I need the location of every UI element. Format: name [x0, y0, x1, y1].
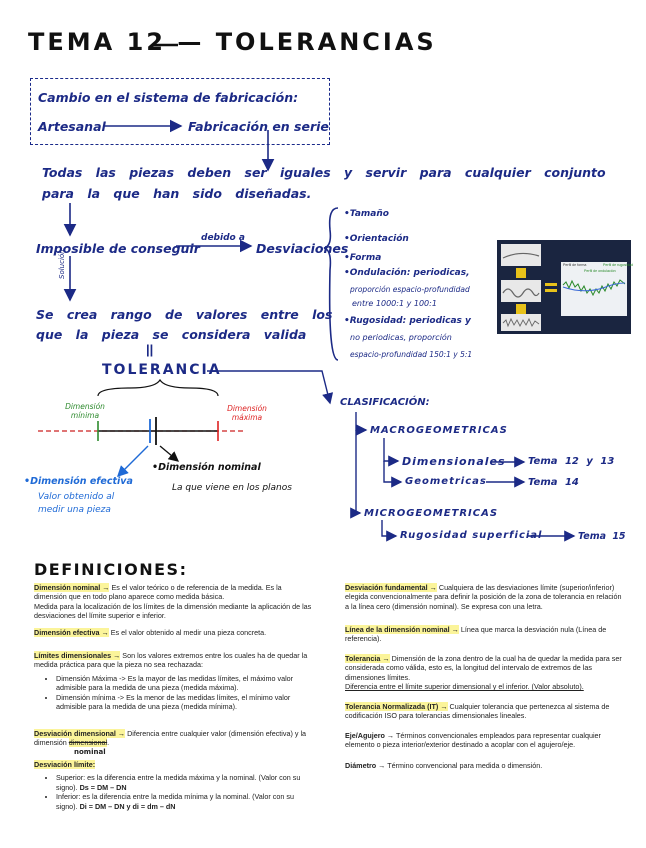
def-nominal: Dimensión nominal → Es el valor teórico …	[34, 583, 316, 621]
tema-geometricas: Tema 14	[528, 477, 579, 488]
def-fund-term: Desviación fundamental →	[345, 583, 437, 592]
def-limites: Límites dimensionales → Son los valores …	[34, 651, 316, 711]
desv-rugosidad-2: no periodicas, proporción	[350, 333, 452, 342]
dim-nominal-label: •Dimensión nominal	[152, 462, 261, 473]
desv-ondulacion-1: •Ondulación: periodicas,	[344, 268, 470, 278]
def-it-term: Tolerancia Normalizada (IT) →	[345, 702, 448, 711]
def-superior-item: Superior: es la diferencia entre la medi…	[56, 773, 316, 792]
desviaciones-brace	[323, 207, 339, 361]
tree-macro	[355, 412, 368, 436]
desv-rugosidad-1: •Rugosidad: periodicas y	[344, 316, 471, 326]
def-minima-item: Dimensión mínima -> Es la menor de las m…	[56, 693, 316, 712]
diagram-graphics	[38, 43, 631, 542]
def-fundamental: Desviación fundamental → Cualquiera de l…	[345, 583, 627, 611]
def-superior-formula: Ds = DM – DN	[79, 782, 127, 792]
def-nominal-text: Es el valor teórico o de referencia de l…	[34, 583, 282, 602]
tolerance-brace	[97, 378, 219, 397]
dim-efectiva-label: •Dimensión efectiva	[24, 476, 133, 487]
geometricas-label: Geometricas	[405, 476, 487, 487]
desv-tamano: •Tamaño	[344, 209, 389, 219]
def-limites-term: Límites dimensionales →	[34, 651, 121, 660]
desv-ondulacion-3: entre 1000:1 y 100:1	[352, 299, 437, 308]
def-diam-text: Término convencional para medida o dimen…	[385, 761, 543, 770]
desviaciones-text: Desviaciones	[256, 241, 349, 256]
def-tol-text: Dimensión de la zona dentro de la cual h…	[345, 654, 622, 682]
dim-efectiva-desc-2: medir una pieza	[38, 505, 111, 515]
piezas-line-1: Todas las piezas deben ser iguales y ser…	[42, 165, 606, 180]
def-tol-term: Tolerancia →	[345, 654, 390, 663]
rango-line-2: que la pieza se considera valida	[36, 327, 307, 342]
desv-ondulacion-2: proporción espacio-profundidad	[350, 285, 470, 294]
rango-line-1: Se crea rango de valores entre los	[36, 307, 333, 322]
figure-label-rugosidad: Perfil de rugosidad	[603, 263, 633, 267]
tema-rugosidad: Tema 15	[578, 531, 626, 542]
arrow-tolerancia	[207, 370, 334, 405]
def-desv-dim-hand: nominal	[74, 747, 106, 756]
macro-label: MACROGEOMETRICAS	[370, 425, 508, 436]
def-inferior-formula: Di = DM – DN y di = dm – dN	[79, 801, 176, 811]
surface-profile-figure	[497, 240, 631, 334]
tree-rugosidad	[381, 520, 398, 542]
piezas-line-2: para la que han sido diseñadas.	[42, 186, 312, 201]
def-desv-dim-text: Diferencia entre cualquier valor (dimens…	[34, 729, 307, 748]
def-efectiva-text: Es el valor obtenido al medir una pieza …	[108, 628, 267, 637]
def-desv-limite-term: Desviación límite:	[34, 760, 96, 769]
equals-sign: ||	[146, 342, 154, 357]
def-nominal-text-2: Medida para la localización de los límit…	[34, 601, 312, 621]
def-linea-term: Línea de la dimensión nominal →	[345, 625, 459, 634]
def-efectiva: Dimensión efectiva → Es el valor obtenid…	[34, 628, 316, 637]
dimensionales-label: Dimensionales	[402, 455, 506, 468]
tree-micro	[350, 430, 362, 519]
def-eje-text: Términos convencionales empleados para r…	[345, 731, 601, 750]
debido-text: debido a	[201, 233, 245, 243]
def-tol-text-2: Diferencia entre el límite superior dime…	[345, 682, 584, 692]
box-fabricacion: Fabricación en serie	[188, 119, 329, 134]
rugosidad-label: Rugosidad superficial	[400, 530, 543, 541]
def-desv-dim-term: Desviación dimensional →	[34, 729, 126, 738]
def-linea-text: Línea que marca la desviación nula (Líne…	[345, 625, 607, 644]
def-tolerancia: Tolerancia → Dimensión de la zona dentro…	[345, 654, 627, 692]
def-limites-text: Son los valores extremos entre los cuale…	[34, 651, 308, 670]
arrow-nominal	[159, 445, 179, 462]
def-fund-text: Cualquiera de las desviaciones límite (s…	[345, 583, 622, 611]
dim-maxima-label: Dimensión máxima	[227, 404, 267, 422]
desv-orientacion: •Orientación	[344, 234, 409, 244]
box-artesanal: Artesanal	[38, 119, 106, 134]
clasificacion-title: CLASIFICACIÓN:	[340, 397, 430, 408]
def-efectiva-term: Dimensión efectiva →	[34, 628, 109, 637]
fabrication-box	[30, 78, 330, 145]
dim-efectiva-desc-1: Valor obtenido al	[38, 492, 115, 502]
def-desv-limite: Desviación límite: Superior: es la difer…	[34, 760, 316, 811]
micro-label: MICROGEOMETRICAS	[364, 508, 499, 519]
def-tolerancia-it: Tolerancia Normalizada (IT) → Cualquier …	[345, 702, 627, 721]
desv-forma: •Forma	[344, 253, 382, 263]
def-eje-term: Eje/Agujero →	[345, 731, 395, 740]
def-linea-nominal: Línea de la dimensión nominal → Línea qu…	[345, 625, 627, 644]
dim-nominal-desc: La que viene en los planos	[172, 483, 292, 493]
box-heading: Cambio en el sistema de fabricación:	[38, 90, 299, 105]
page-title: TEMA 12 — TOLERANCIAS	[28, 28, 437, 56]
def-it-text: Cualquier tolerancia que pertenezca al s…	[345, 702, 610, 721]
tolerancia-label: TOLERANCIA	[102, 362, 222, 378]
def-maxima-item: Dimensión Máxima -> Es la mayor de las m…	[56, 674, 316, 693]
tree-dimensionales	[383, 438, 400, 467]
def-eje-agujero: Eje/Agujero → Términos convencionales em…	[345, 731, 627, 750]
imposible-text: Imposible de conseguir	[36, 241, 200, 256]
figure-label-forma: Perfil de forma	[563, 263, 587, 267]
dim-minima-label: Dimensión mínima	[65, 402, 105, 420]
arrow-efectiva	[117, 445, 149, 477]
desv-rugosidad-3: espacio-profundidad 150:1 y 5:1	[350, 350, 473, 359]
definiciones-title: DEFINICIONES:	[34, 560, 188, 579]
tree-geometricas	[383, 461, 403, 488]
def-diam-term: Diámetro →	[345, 761, 386, 770]
tema-dimensionales: Tema 12 y 13	[528, 456, 615, 467]
def-desv-dimensional: Desviación dimensional → Diferencia entr…	[34, 729, 316, 757]
def-diametro: Diámetro → Término convencional para med…	[345, 761, 627, 770]
def-desv-dim-struck: dimensional	[68, 738, 108, 748]
def-nominal-term: Dimensión nominal →	[34, 583, 110, 592]
figure-label-ondulacion: Perfil de ondulación	[584, 269, 616, 273]
def-inferior-item: Inferior: es la diferencia entre la medi…	[56, 792, 316, 811]
